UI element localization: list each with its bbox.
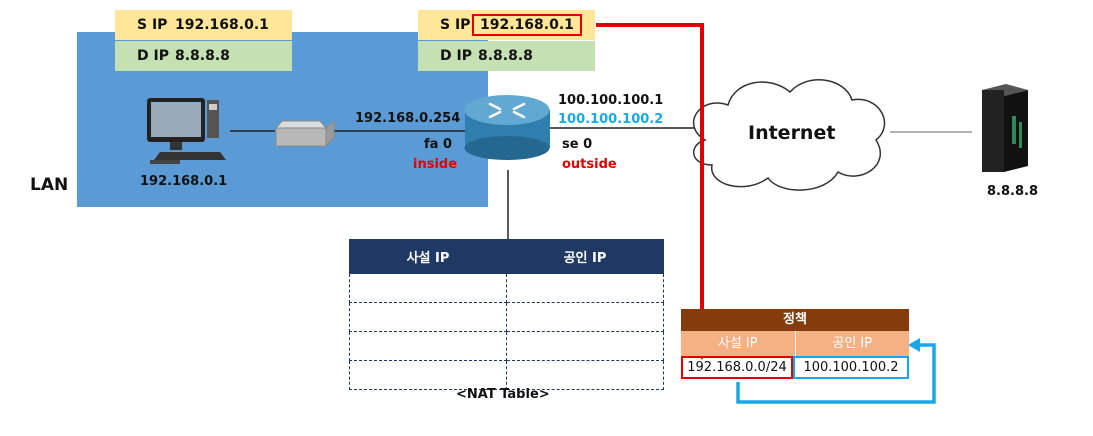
nat-header-public: 공인 IP <box>506 239 664 274</box>
inside-label: inside <box>413 157 458 172</box>
table-row <box>349 302 664 332</box>
server-icon <box>982 84 1028 172</box>
table-row <box>349 360 664 390</box>
table-cell <box>506 331 664 361</box>
policy-row: 192.168.0.0/24 100.100.100.2 <box>681 356 909 379</box>
nat-header-private: 사설 IP <box>349 239 507 274</box>
sip-key: S IP <box>137 17 168 33</box>
table-cell <box>506 360 664 390</box>
dip-key: D IP <box>440 48 472 64</box>
lan-label: LAN <box>30 175 69 195</box>
pc-icon <box>147 98 226 164</box>
packet-after-sip-row: S IP 192.168.0.1 <box>418 10 595 40</box>
dip-key: D IP <box>137 48 169 64</box>
table-cell <box>349 331 507 361</box>
switch-icon <box>274 119 335 148</box>
sip-value: 192.168.0.1 <box>175 17 269 33</box>
internet-label: Internet <box>748 122 836 144</box>
outside-ip1-label: 100.100.100.1 <box>558 93 664 108</box>
blue-arrow <box>736 343 936 404</box>
sip-value-highlighted: 192.168.0.1 <box>472 14 582 36</box>
pc-ip-label: 192.168.0.1 <box>140 174 228 189</box>
sip-key: S IP <box>440 17 471 33</box>
policy-header-private: 사설 IP <box>681 331 796 356</box>
packet-before-dip-row: D IP 8.8.8.8 <box>115 41 292 71</box>
policy-public-value: 100.100.100.2 <box>793 356 909 379</box>
blue-arrow-head <box>908 338 920 352</box>
packet-after-dip-row: D IP 8.8.8.8 <box>418 41 595 71</box>
nat-table-caption: <NAT Table> <box>456 387 550 402</box>
policy-private-value: 192.168.0.0/24 <box>681 356 793 379</box>
table-cell <box>506 273 664 303</box>
table-cell <box>349 302 507 332</box>
router-icon <box>464 95 550 160</box>
outside-interface-label: se 0 <box>562 137 593 152</box>
packet-before-sip-row: S IP 192.168.0.1 <box>115 10 292 40</box>
policy-header-row: 사설 IP 공인 IP <box>681 331 909 356</box>
table-cell <box>349 360 507 390</box>
outside-label: outside <box>562 157 617 172</box>
table-row <box>349 273 664 303</box>
server-ip-label: 8.8.8.8 <box>987 184 1038 199</box>
red-arrow <box>596 23 704 352</box>
table-cell <box>349 273 507 303</box>
inside-interface-label: fa 0 <box>424 137 452 152</box>
nat-table: 사설 IP 공인 IP <box>349 239 664 390</box>
policy-title: 정책 <box>681 309 909 331</box>
outside-ip2-label: 100.100.100.2 <box>558 112 664 127</box>
dip-value: 8.8.8.8 <box>478 48 533 64</box>
table-cell <box>506 302 664 332</box>
table-row <box>349 331 664 361</box>
internet-cloud-icon <box>692 79 886 191</box>
inside-ip-label: 192.168.0.254 <box>355 111 461 126</box>
dip-value: 8.8.8.8 <box>175 48 230 64</box>
policy-box: 정책 사설 IP 공인 IP 192.168.0.0/24 100.100.10… <box>681 309 909 379</box>
policy-header-public: 공인 IP <box>832 336 873 351</box>
